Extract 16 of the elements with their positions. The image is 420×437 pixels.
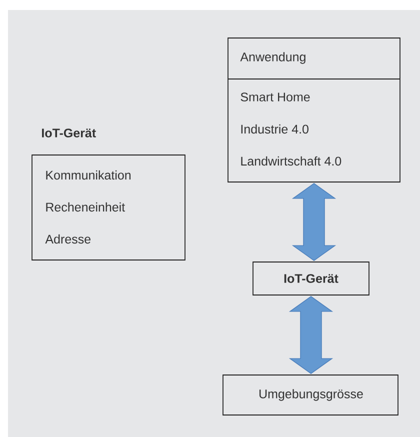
text-line: Smart Home (240, 92, 310, 102)
text-line: Kommunikation (46, 170, 131, 180)
box (222, 374, 398, 416)
text-line: Recheneinheit (46, 202, 125, 212)
text-line: Adresse (45, 234, 90, 244)
box (32, 154, 186, 260)
box (252, 262, 370, 296)
text-line: Landwirtschaft 4.0 (241, 156, 342, 166)
box (228, 38, 400, 182)
heading: IoT-Gerät (284, 274, 338, 283)
heading: IoT-Gerät (42, 128, 96, 138)
double-arrow (292, 183, 336, 261)
text-line: Umgebungsgrösse (260, 389, 363, 401)
text-line: Anwendung (240, 52, 306, 64)
text-line: Industrie 4.0 (241, 124, 308, 134)
double-arrow (288, 296, 334, 374)
